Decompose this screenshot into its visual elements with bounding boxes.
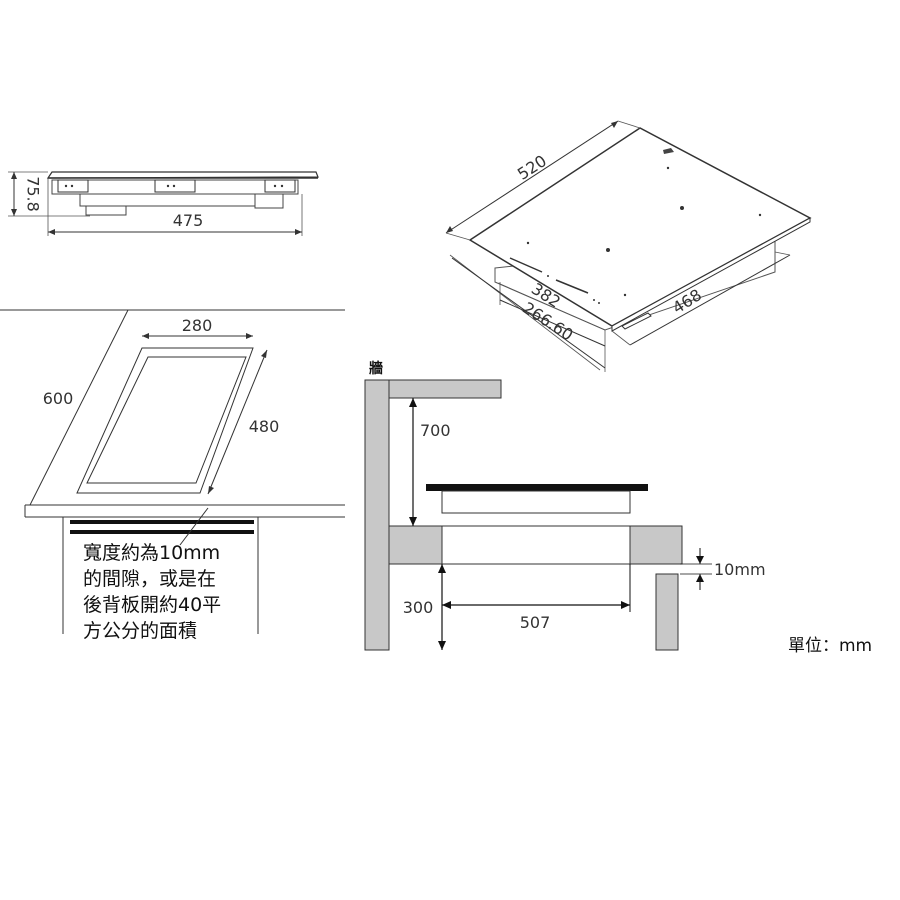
iso-width-label: 520 [514, 151, 550, 184]
counter-depth-label: 600 [43, 389, 74, 408]
section-view: 牆 700 300 507 [364, 360, 766, 651]
iso-view: 520 468 382 266.60 [445, 120, 812, 372]
note-line-4: 方公分的面積 [83, 620, 197, 642]
cutout-view: 280 480 600 寬度約為10mm 的間隙，或是在 後背板開約40平 方公… [0, 309, 345, 642]
unit-label: 單位：mm [788, 636, 872, 656]
cutout-width-label: 280 [182, 316, 213, 335]
top-clearance-label: 700 [420, 421, 451, 440]
note-line-1: 寬度約為10mm [83, 542, 220, 564]
gap-label: 10mm [714, 560, 766, 579]
bottom-height-label: 300 [403, 598, 434, 617]
section-width-label: 507 [520, 613, 551, 632]
wall-label: 牆 [369, 360, 383, 377]
side-width-label: 475 [173, 211, 204, 230]
note-line-2: 的間隙，或是在 [83, 568, 216, 590]
cutout-depth-label: 480 [249, 417, 280, 436]
note-line-3: 後背板開約40平 [83, 594, 221, 616]
side-height-label: 75.8 [24, 176, 43, 212]
side-view: 75.8 475 [8, 171, 319, 236]
